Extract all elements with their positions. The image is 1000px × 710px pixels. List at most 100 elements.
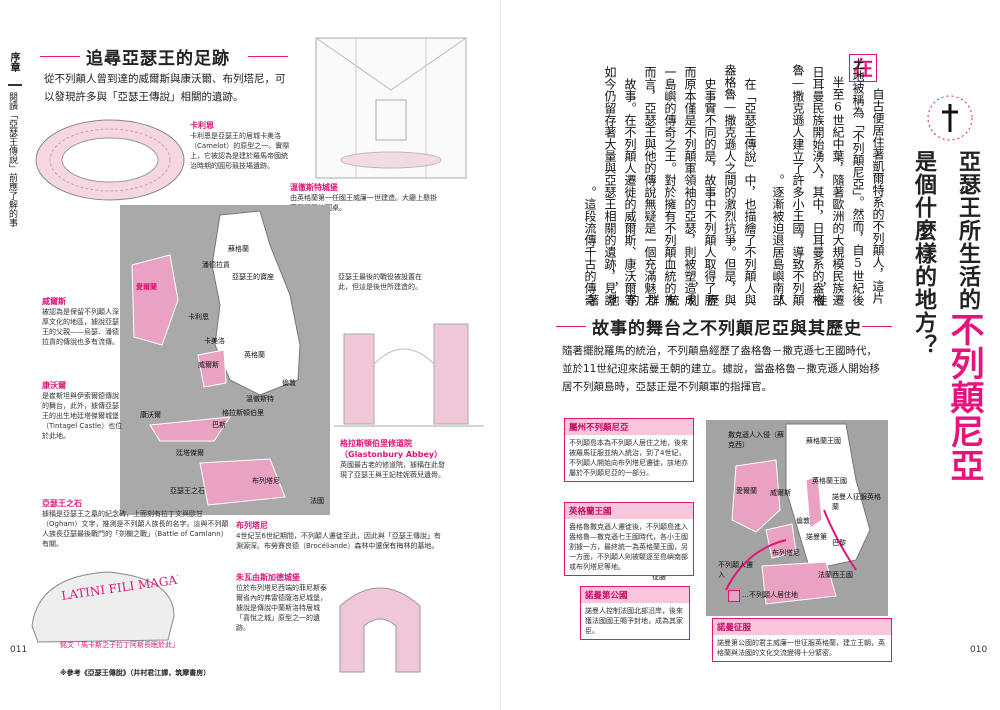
caption-glastonbury: 格拉斯頓伯里修道院（Glastonbury Abbey） 英國最古老的修道院，據… [340,438,448,480]
caption-arthur-stone: 亞瑟王之石 據稱是亞瑟王之墓的紀念碑，上面刻有拉丁文與歐甘（Ogham）文字，推… [42,498,232,549]
camelot-amphitheater-illustration [35,119,185,201]
body-column: 如今仍留存著大量與亞瑟王相關的遺跡，見證著 [586,66,617,306]
map-label-cornwall: 康沃爾 [140,411,161,419]
body-column: 土地被稱為「不列顛尼亞」。然而，自5世紀後 [851,58,865,306]
map-label-arthurs-seat: 亞瑟王的寶座 [232,273,274,281]
caption-glastonbury-title: 格拉斯頓伯里修道院（Glastonbury Abbey） [340,439,443,459]
chapter-label: 序章 [8,52,19,72]
box-normandy-title: 諾曼第公國 [581,587,689,603]
winchester-hall-illustration [315,37,467,179]
map-label-caerleon: 卡利恩 [188,313,209,321]
box-heptarchy-title: 英格蘭王國 [565,503,693,519]
body-column: 一島嶼的傳奇之王。對於擁有不列顛血統的族群 [646,66,677,306]
map-label-camelot: 卡美洛 [204,337,225,345]
caption-arthur-stone-title: 亞瑟王之石 [42,499,82,508]
body-column: 而言，亞瑟王與他的傳說無疑是一個充滿魅力的 [626,66,657,306]
legend-label: …不列顛人居住地 [742,591,798,599]
map-label-london-r: 倫敦 [796,517,810,525]
box-britannia: 屬州不列顛尼亞 不列顛島本為不列顛人居住之地，後來被羅馬征服並納入統治，到了4世… [564,418,694,482]
body-column: 史事實不同的是，故事中不列顛人取得了勝利， [686,78,717,306]
map-label-england: 英格蘭 [244,351,265,359]
map-label-norman-conquest: 諾曼人征服英格蘭 [832,493,881,511]
body-column: 自古便居住著凱爾特系的不列顛人，這片 [871,88,885,304]
caption-cornwall-body: 是崔斯坦與伊索爾德傳說的舞台，此外，據傳亞瑟王的出生地廷塔傑爾城堡（Tintag… [42,392,123,440]
section-title-footprints: 追尋亞瑟王的足跡 [86,49,230,69]
body-column: 魯—撒克遜人建立了許多小王國，導致不列顛人 [774,64,805,306]
map-label-francia: 法蘭西王國 [818,571,853,579]
chapter-subtitle: 閱讀「亞瑟王傳說」前應了解的事 [7,92,17,227]
spine-divider [8,84,22,86]
map-label-wales-r: 威爾斯 [770,489,791,497]
caption-joyous-garde-title: 朱瓦由斯加德城堡 [236,573,300,582]
caption-stone-inscription-body: 銘文「馬卡斯之子拉丁阿斯長眠於此」 [60,641,179,649]
map-label-tintagel: 廷塔傑爾 [176,449,204,457]
map-label-wales: 威爾斯 [198,361,219,369]
caption-battle: 亞瑟王最後的戰役被設置在此，但這是後世所建造的。 [338,272,428,292]
body-text: 自古便居住著凱爾特系的不列顛人，這片 土地被稱為「不列顛尼亞」。然而，自5世紀後… [560,56,886,306]
body-column: 而原本僅是不列顛軍領袖的亞瑟，則被塑造成統 [666,66,697,306]
caption-camelot-title: 卡利恩 [190,121,214,130]
joyous-garde-ruin-illustration [339,587,421,673]
body-column: 故事。在不列顛人遷徙的威爾斯、康沃爾等地， [606,78,637,306]
title-ornament [910,78,990,158]
folio-left: 011 [10,645,28,655]
arthur-stone-illustration: LATINI FILI MAGARI [31,571,178,643]
caption-wales-body: 被認為是保留不列顛人深厚文化的地區，據說亞瑟王的父親——烏瑟．潘德拉貢的傳說也多… [42,308,119,346]
body-column: 這段流傳千古的傳奇。 [583,186,597,306]
caption-arthur-stone-body: 據稱是亞瑟王之墓的紀念碑，上面刻有拉丁文與歐甘（Ogham）文字，推測是不列顛人… [42,510,229,548]
section2-title: 故事的舞台之不列顛尼亞與其歷史 [592,319,862,339]
title-line2: 是個什麼樣的地方？ [911,150,937,357]
box-conquest-body: 諾曼第公國的君主威廉一世征服英格蘭，建立王朝，英格蘭與法國的文化交流變得十分緊密… [717,639,885,657]
map-label-london: 倫敦 [282,379,296,387]
map-label-pendragon: 潘德拉貢 [202,261,230,269]
section2-rule-right [862,326,892,327]
page-spine [500,0,501,710]
map-label-conquer: 征服 [652,573,666,581]
box-normandy-body: 諾曼人控制法國北部沿岸，後來獲法國國王賜予封地，成為其家臣。 [585,607,683,635]
caption-stone-inscription: 銘文「馬卡斯之子拉丁阿斯長眠於此」 [60,640,230,650]
box-britannia-title: 屬州不列顛尼亞 [565,419,693,435]
caption-joyous-garde: 朱瓦由斯加德城堡 位於布列塔尼西端的菲尼斯泰爾省內的弗雷德薩洛尼城堡，據說是傳說… [236,572,331,633]
caption-cornwall-title: 康沃爾 [42,381,66,390]
legend-swatch [728,590,740,602]
body-column: 半至6世紀中葉，隨著歐洲的大規模民族遷徙， [814,76,845,306]
caption-brittany: 布列塔尼 4世紀至6世紀期間，不列顛人遷徙至此，因此與「亞瑟王傳說」有淵源深。布… [236,520,446,551]
body-column: 日耳曼民族開始湧入，其中，日耳曼系的盎格 [811,66,825,306]
cross-icon [927,95,973,141]
body-column: 在「亞瑟王傳說」中，也描繪了不列顛人與 [743,78,757,306]
drop-cap: 在 [849,54,877,82]
map-label-winchester: 溫徹斯特 [246,395,274,403]
footnote: ※參考《亞瑟王傳說》（井村君江譯，筑摩書房） [60,669,211,677]
section2-rule-left [556,326,586,327]
body-column: 逐漸被迫退居島嶼南部。 [771,174,785,306]
title-highlight: 不列顛尼亞 [944,312,984,482]
caption-wales-title: 威爾斯 [42,297,66,306]
caption-brittany-title: 布列塔尼 [236,521,268,530]
body-column: 盎格魯—撒克遜人之間的激烈抗爭。但是，與歷 [706,64,737,306]
caption-camelot-body: 卡利恩是亞瑟王的居城卡美洛（Camelot）的原型之一。實際上，它被認為是建於羅… [190,132,290,170]
caption-brittany-body: 4世紀至6世紀期間，不列顛人遷徙至此，因此與「亞瑟王傳說」有淵源深。布勞賽良德（… [236,532,441,550]
map-label-ireland: 愛爾蘭 [136,283,157,291]
title-line1: 亞瑟王所生活的 [955,150,981,311]
section2-text: 隨著擺脫羅馬的統治，不列顛島經歷了盎格魯－撒克遜七王國時代，並於11世紀迎來諾曼… [562,345,880,393]
folio-right: 010 [970,645,988,655]
box-conquest: 諾曼征服 諾曼第公國的君主威廉一世征服英格蘭，建立王朝，英格蘭與法國的文化交流變… [712,618,892,662]
box-normandy: 諾曼第公國 諾曼人控制法國北部沿岸，後來獲法國國王賜予封地，成為其家臣。 [580,586,690,640]
caption-glastonbury-body: 英國最古老的修道院，據稱在此發現了亞瑟王與王妃桂妮薇兒遺骨。 [340,461,445,479]
map-label-brittany-r: 布列塔尼 [772,549,800,557]
map-label-scotland: 蘇格蘭 [228,245,249,253]
map-label-normandy-r: 諾曼第 [806,533,827,541]
caption-cornwall: 康沃爾 是崔斯坦與伊索爾德傳說的舞台，此外，據傳亞瑟王的出生地廷塔傑爾城堡（Ti… [42,380,124,441]
map-label-briton-arrival: 不列顛人遷入 [718,561,753,579]
map-label-bath: 巴斯 [212,421,226,429]
caption-joyous-garde-body: 位於布列塔尼西端的菲尼斯泰爾省內的弗雷德薩洛尼城堡，據說是傳說中蘭斯洛特居城「喜… [236,584,327,632]
box-conquest-title: 諾曼征服 [713,619,891,635]
caption-battle-body: 亞瑟王最後的戰役被設置在此，但這是後世所建造的。 [338,273,422,291]
intro-text: 從不列顛人曾到達的威爾斯與康沃爾、布列塔尼，可以發現許多與「亞瑟王傳說」相關的遺… [44,73,286,103]
caption-camelot: 卡利恩 卡利恩是亞瑟王的居城卡美洛（Camelot）的原型之一。實際上，它被認為… [190,120,290,171]
map-label-saxon-arrival: 撒克遜人入侵（蘇克西） [728,431,784,449]
british-isles-map [120,205,330,515]
caption-winchester-title: 溫徹斯特城堡 [290,183,338,192]
caption-wales: 威爾斯 被認為是保留不列顛人深厚文化的地區，據說亞瑟王的父親——烏瑟．潘德拉貢的… [42,296,124,347]
box-heptarchy: 英格蘭王國 盎格魯撒克遜人遷徙後，不列顛島進入盎格魯—撒克遜七王國時代，各小王國… [564,502,694,576]
